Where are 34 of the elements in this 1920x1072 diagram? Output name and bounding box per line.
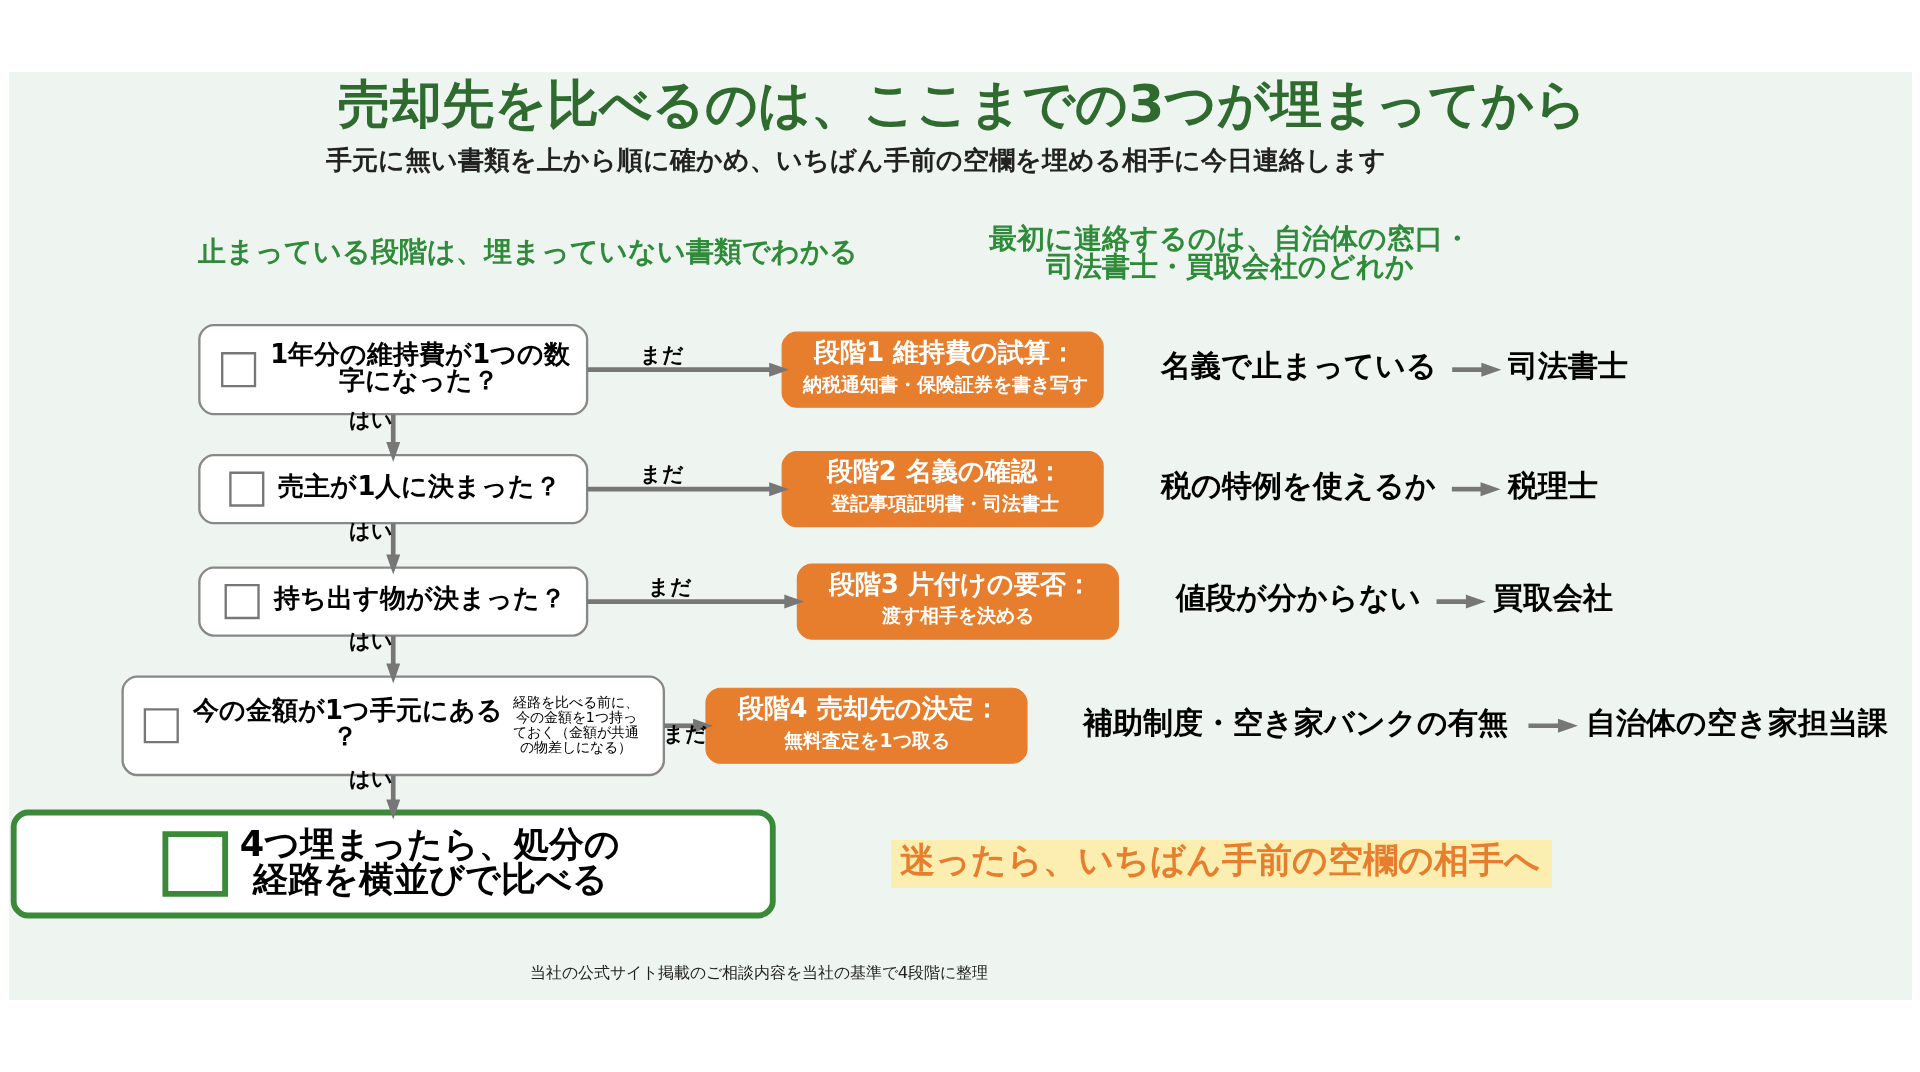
arrow bbox=[385, 523, 400, 575]
arrow bbox=[586, 482, 789, 497]
node-box: 段階2 名義の確認： 登記事項証明書・司法書士 bbox=[781, 451, 1104, 528]
arrow bbox=[586, 362, 789, 377]
arrow bbox=[663, 718, 713, 733]
edge-label: まだ bbox=[662, 721, 707, 747]
arrow bbox=[385, 635, 400, 684]
edge-label: まだ bbox=[647, 573, 692, 599]
node-text: 補助制度・空き家バンクの有無 bbox=[1082, 704, 1508, 740]
arrow bbox=[1451, 482, 1500, 497]
diagram-title: 売却先を比べるのは、ここまでの3つが埋まってから bbox=[337, 73, 1587, 134]
node-box: 段階1 維持費の試算： 納税通知書・保険証券を書き写す bbox=[781, 331, 1104, 408]
label: 手元に無い書類を上から順に確かめ、いちばん手前の空欄を埋める相手に今日連絡します bbox=[325, 144, 1386, 175]
node-box: 4つ埋まったら、処分の経路を横並びで比べる bbox=[10, 809, 776, 919]
edge-label: まだ bbox=[639, 341, 684, 367]
arrow bbox=[1451, 362, 1501, 377]
edge-label: まだ bbox=[639, 461, 684, 487]
label: 最初に連絡するのは、自治体の窓口・司法書士・買取会社のどれか bbox=[988, 222, 1471, 284]
node-text: 税理士 bbox=[1507, 467, 1598, 503]
arrow bbox=[586, 594, 804, 609]
node-text: 名義で止まっている bbox=[1160, 348, 1437, 384]
arrow bbox=[1527, 718, 1578, 733]
node-text: 税の特例を使えるか bbox=[1160, 467, 1436, 503]
arrow bbox=[1436, 594, 1486, 609]
node-box: 段階3 片付けの要否： 渡す相手を決める bbox=[796, 563, 1119, 640]
label: 迷ったら、いちばん手前の空欄の相手へ bbox=[899, 838, 1540, 880]
arrow bbox=[385, 414, 400, 463]
node-text: 買取会社 bbox=[1492, 580, 1613, 616]
node-text: 自治体の空き家担当課 bbox=[1585, 704, 1888, 740]
node-text: 値段が分からない bbox=[1175, 580, 1421, 616]
label: 当社の公式サイト掲載のご相談内容を当社の基準で4段階に整理 bbox=[529, 963, 988, 983]
node-text: 司法書士 bbox=[1507, 348, 1628, 384]
arrow bbox=[385, 775, 400, 820]
label: 止まっている段階は、埋まっていない書類でわかる bbox=[197, 234, 858, 268]
